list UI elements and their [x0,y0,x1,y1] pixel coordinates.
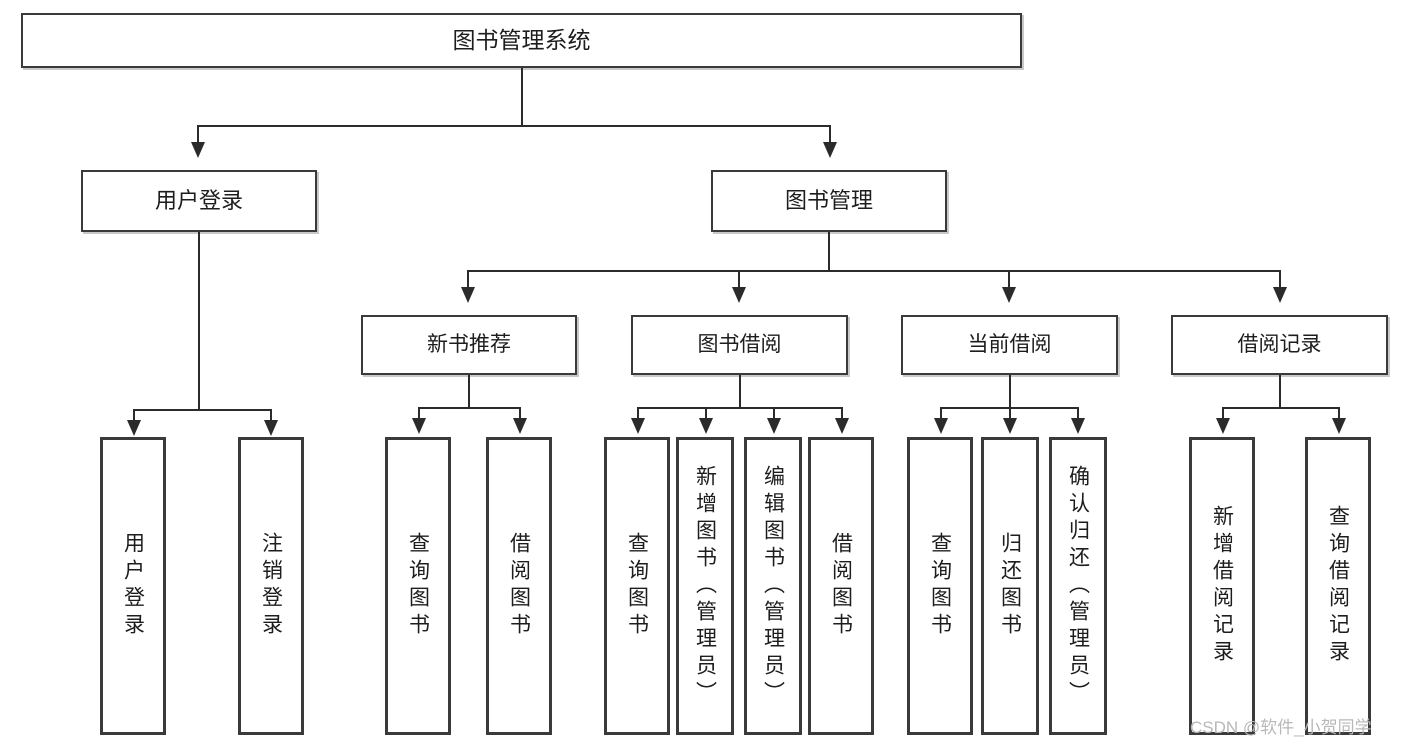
arrowhead-book-borrow-leaf-4 [835,418,849,434]
leaf-label: 确认归还（管理员） [1066,464,1090,708]
arrowhead-new-book-leaf-1 [412,418,426,434]
node-label: 图书管理系统 [452,27,591,54]
leaf-new-book-borrow-book[interactable]: 借阅图书 [486,437,552,735]
connector-root-stem [521,68,523,126]
connector-user-login-left-drop [133,409,135,421]
node-label: 借阅记录 [1237,332,1322,356]
leaf-label: 注销登录 [259,532,283,640]
connector-borrow-record-drop-2 [1338,407,1340,419]
leaf-new-book-query-book[interactable]: 查询图书 [385,437,451,735]
node-label: 用户登录 [154,188,243,214]
node-root-book-management-system[interactable]: 图书管理系统 [21,13,1022,68]
arrowhead-borrow-record-leaf-1 [1216,418,1230,434]
arrowhead-bm-to-book-borrow [732,287,746,303]
connector-borrow-record-stem [1279,375,1281,409]
leaf-label: 查询图书 [625,532,649,640]
leaf-label: 用户登录 [121,532,145,640]
connector-book-borrow-stem [739,375,741,409]
connector-new-book-drop-1 [418,407,420,419]
leaf-label: 新增图书（管理员） [693,464,717,708]
node-book-management[interactable]: 图书管理 [711,170,947,232]
arrowhead-bm-to-borrow-record [1273,287,1287,303]
connector-book-management-stem [828,232,830,272]
leaf-current-borrow-query-book[interactable]: 查询图书 [907,437,973,735]
connector-current-borrow-stem [1009,375,1011,409]
connector-book-borrow-drop-4 [841,407,843,419]
leaf-label: 查询借阅记录 [1326,505,1350,667]
connector-root-to-book-management [829,125,831,143]
arrowhead-book-borrow-leaf-2 [699,418,713,434]
connector-current-borrow-drop-3 [1077,407,1079,419]
node-new-book-recommend[interactable]: 新书推荐 [361,315,577,375]
leaf-label: 新增借阅记录 [1210,505,1234,667]
leaf-book-borrow-add-book-admin[interactable]: 新增图书（管理员） [676,437,734,735]
arrowhead-root-to-user-login [191,142,205,158]
node-label: 当前借阅 [967,332,1052,356]
arrowhead-current-borrow-leaf-1 [934,418,948,434]
arrowhead-root-to-book-management [823,142,837,158]
leaf-current-borrow-confirm-return-admin[interactable]: 确认归还（管理员） [1049,437,1107,735]
connector-new-book-stem [468,375,470,409]
connector-new-book-bus [418,407,521,409]
connector-book-borrow-bus [637,407,843,409]
node-label: 图书借阅 [697,332,782,356]
connector-current-borrow-drop-2 [1009,407,1011,419]
connector-bm-to-current-borrow [1008,270,1010,288]
node-label: 图书管理 [784,188,873,214]
arrowhead-book-borrow-leaf-3 [767,418,781,434]
connector-root-to-user-login [197,125,199,143]
leaf-label: 查询图书 [928,532,952,640]
leaf-borrow-record-add-record[interactable]: 新增借阅记录 [1189,437,1255,735]
connector-current-borrow-drop-1 [940,407,942,419]
node-current-borrow[interactable]: 当前借阅 [901,315,1118,375]
leaf-user-login-login[interactable]: 用户登录 [100,437,166,735]
connector-new-book-drop-2 [519,407,521,419]
connector-book-borrow-drop-1 [637,407,639,419]
leaf-book-borrow-query-book[interactable]: 查询图书 [604,437,670,735]
arrowhead-borrow-record-leaf-2 [1332,418,1346,434]
node-book-borrow[interactable]: 图书借阅 [631,315,848,375]
connector-user-login-bus [133,409,271,411]
leaf-label: 归还图书 [998,532,1022,640]
arrowhead-current-borrow-leaf-3 [1071,418,1085,434]
arrowhead-book-borrow-leaf-1 [631,418,645,434]
leaf-book-borrow-edit-book-admin[interactable]: 编辑图书（管理员） [744,437,802,735]
connector-borrow-record-drop-1 [1222,407,1224,419]
connector-bm-to-book-borrow [738,270,740,288]
node-borrow-record[interactable]: 借阅记录 [1171,315,1388,375]
connector-user-login-right-drop [270,409,272,421]
leaf-label: 查询图书 [406,532,430,640]
connector-book-borrow-drop-2 [705,407,707,419]
connector-book-management-bus [467,270,1281,272]
arrowhead-current-borrow-leaf-2 [1003,418,1017,434]
leaf-label: 借阅图书 [829,532,853,640]
leaf-label: 编辑图书（管理员） [761,464,785,708]
leaf-current-borrow-return-book[interactable]: 归还图书 [981,437,1039,735]
connector-bm-to-borrow-record [1279,270,1281,288]
arrowhead-bm-to-current-borrow [1002,287,1016,303]
connector-bm-to-new-book [467,270,469,288]
connector-book-borrow-drop-3 [773,407,775,419]
leaf-book-borrow-borrow-book[interactable]: 借阅图书 [808,437,874,735]
node-user-login[interactable]: 用户登录 [81,170,317,232]
leaf-borrow-record-query-record[interactable]: 查询借阅记录 [1305,437,1371,735]
node-label: 新书推荐 [427,332,511,356]
connector-borrow-record-bus [1222,407,1340,409]
leaf-label: 借阅图书 [507,532,531,640]
arrowhead-user-login-leaf-1 [127,420,141,436]
arrowhead-new-book-leaf-2 [513,418,527,434]
arrowhead-user-login-leaf-2 [264,420,278,436]
arrowhead-bm-to-new-book [461,287,475,303]
connector-user-login-stem [198,232,200,411]
connector-root-bus [197,125,831,127]
leaf-user-login-logout[interactable]: 注销登录 [238,437,304,735]
